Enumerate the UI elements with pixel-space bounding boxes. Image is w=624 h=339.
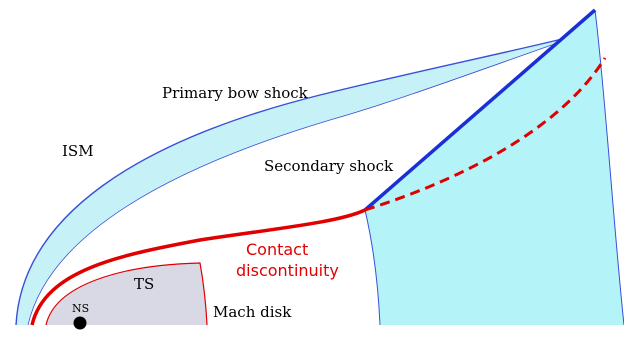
contact-label-line2: discontinuity	[236, 261, 339, 280]
bow-shock-inner-boundary	[27, 39, 567, 326]
contact-label-line1: Contact	[246, 240, 308, 259]
bow-shock-shell-region	[16, 38, 566, 325]
contact-discontinuity-dashed	[364, 57, 607, 212]
primary-bow-shock-line	[15, 37, 567, 326]
ns-label: NS	[72, 302, 89, 315]
contact-discontinuity-line	[30, 208, 366, 326]
shocked-wake-region	[365, 10, 624, 325]
termination-shock-line	[45, 262, 208, 326]
secondary-shock-line	[363, 8, 597, 212]
wake-left-edge	[364, 209, 381, 326]
termination-shock-region	[46, 263, 207, 325]
ts-label: TS	[134, 275, 154, 293]
mach-disk-label: Mach disk	[213, 303, 292, 321]
wake-right-edge	[594, 9, 624, 326]
primary-bow-shock-label: Primary bow shock	[162, 84, 309, 102]
ism-label: ISM	[62, 142, 94, 160]
secondary-shock-label: Secondary shock	[264, 157, 394, 175]
neutron-star-dot	[73, 316, 87, 330]
